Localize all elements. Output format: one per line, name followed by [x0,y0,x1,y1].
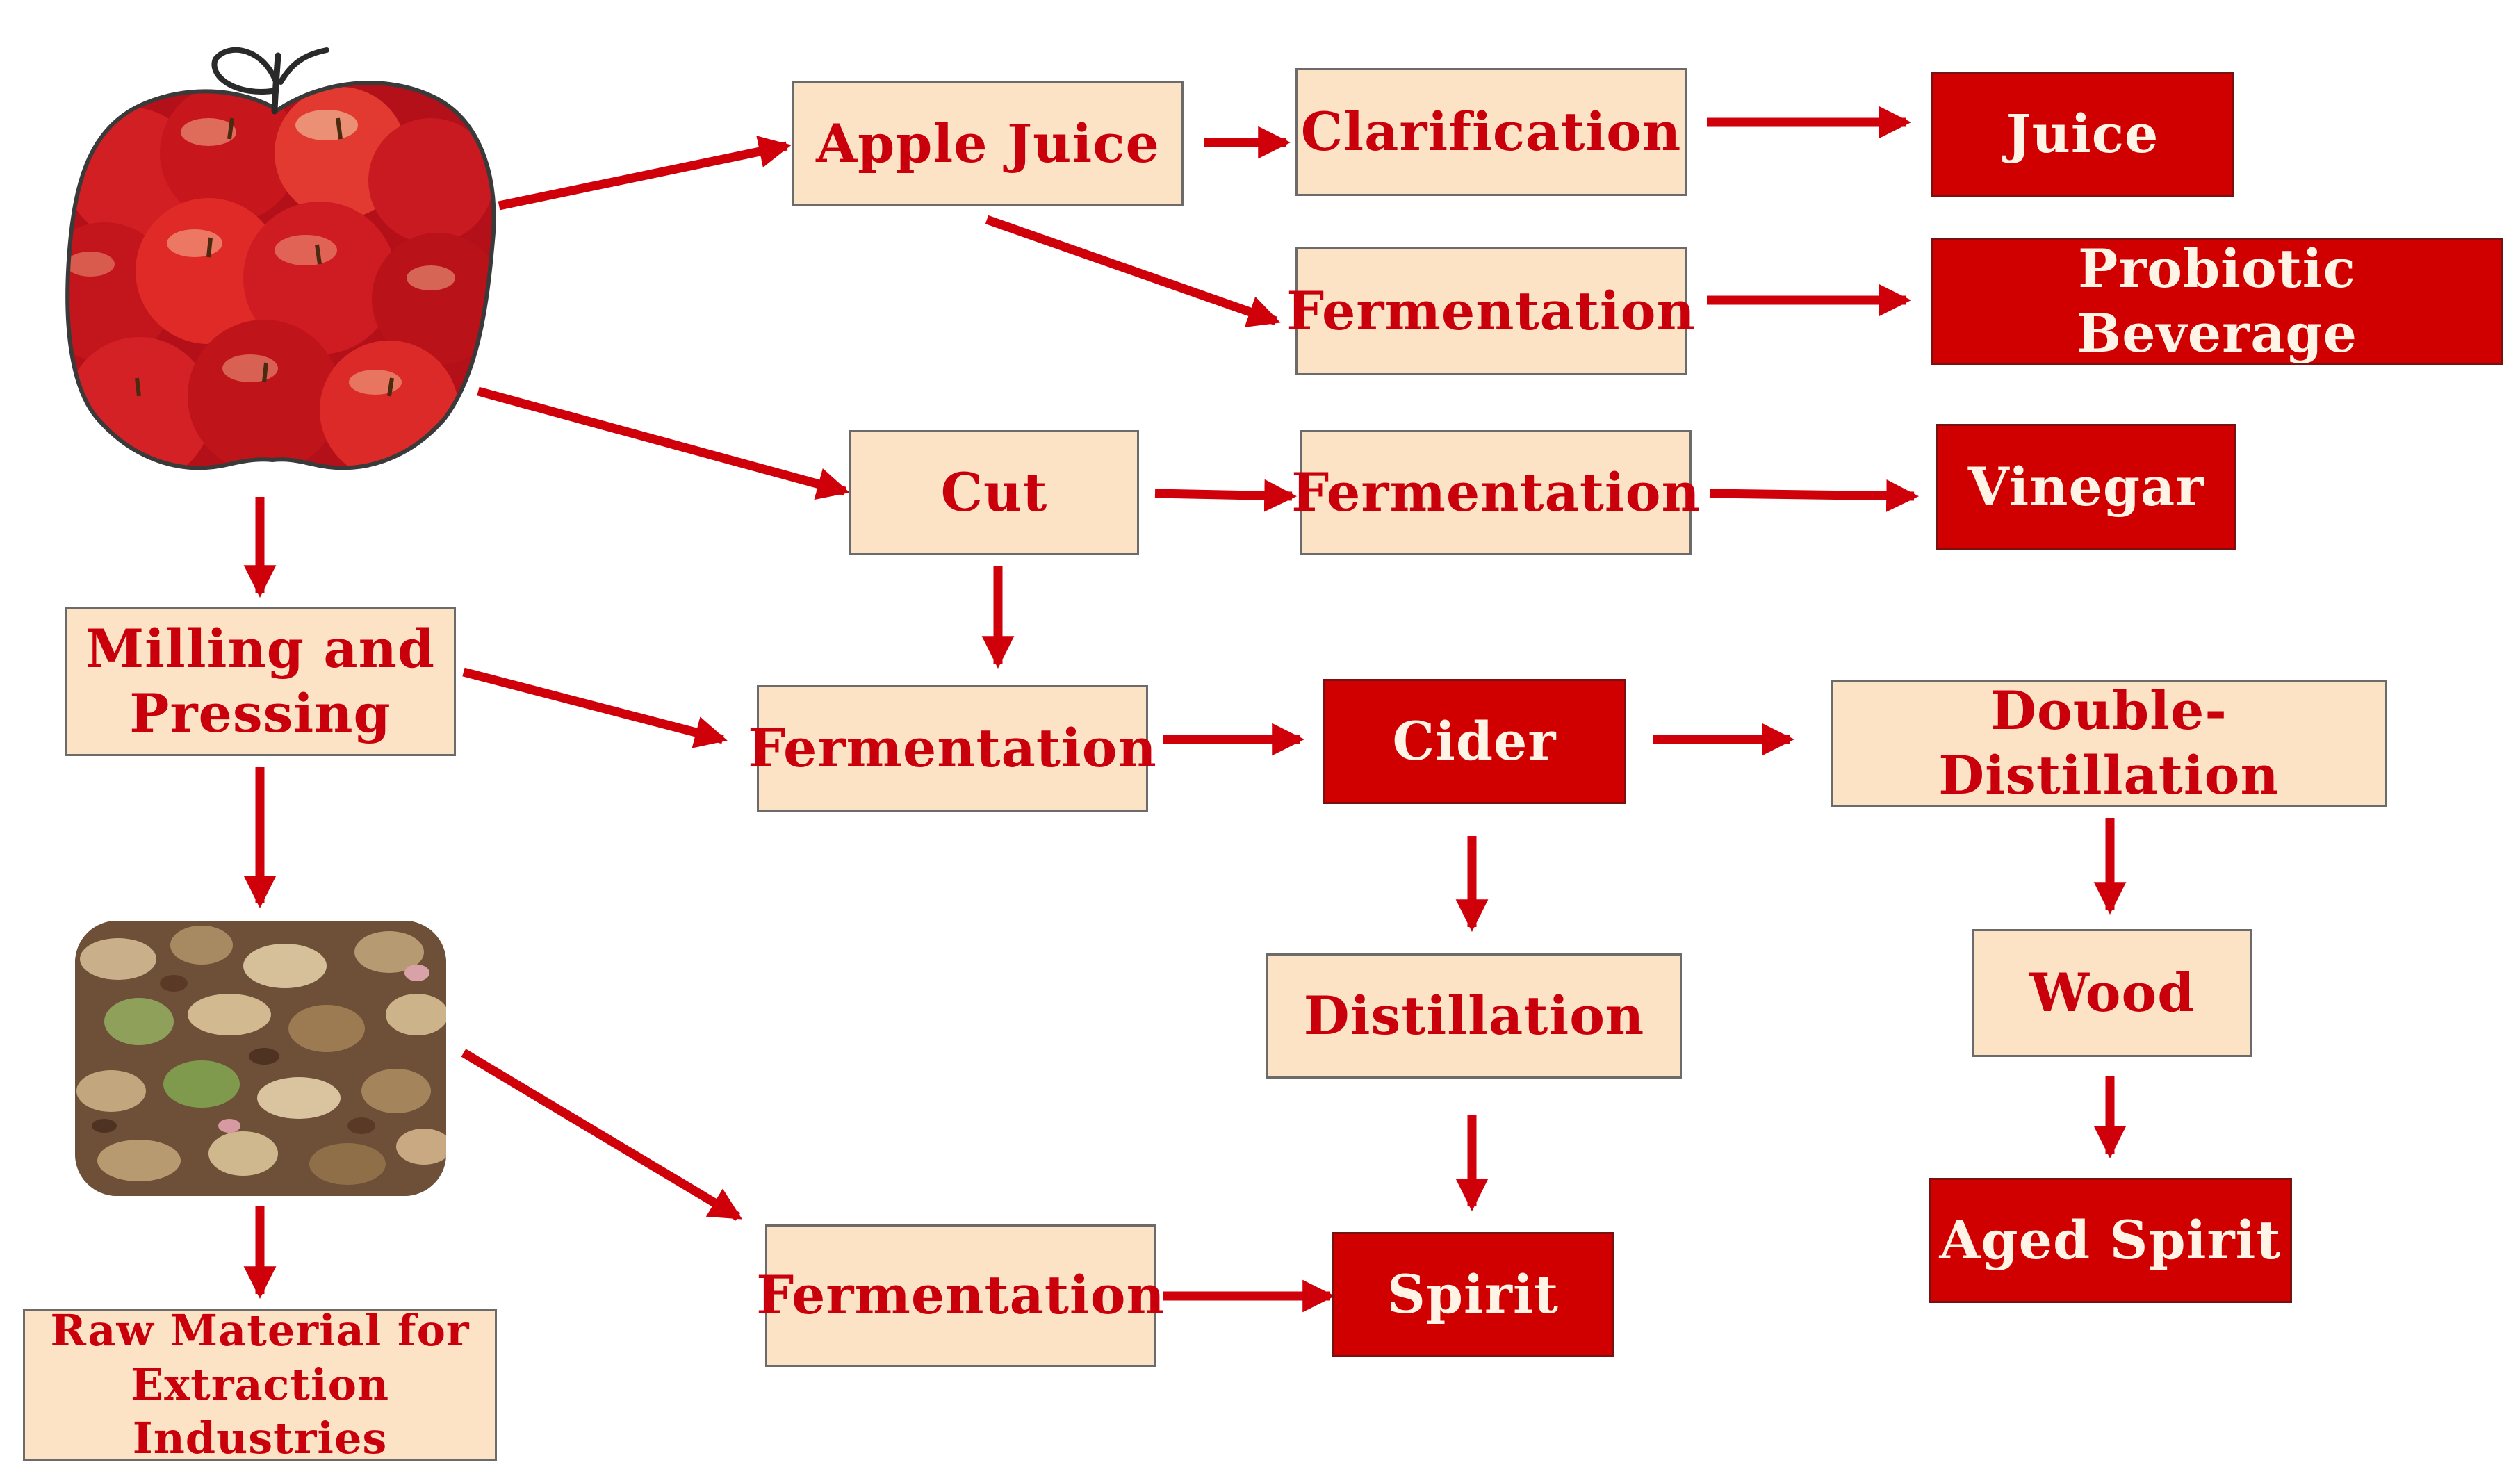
node-fermentation-cider: Fermentation [748,685,1156,812]
arrow-apple-to-cut [477,386,850,500]
node-fermentation-vinegar: Fermentation [1291,430,1700,555]
arrow-pomace-to-fermentation [461,1049,743,1221]
apple-pomace-photo [75,921,446,1196]
arrow-apple-juice-to-fermentation [985,215,1281,327]
arrow-cut-to-fermentation [1154,479,1298,512]
node-raw-material: Raw Material for Extraction Industries [23,1305,497,1463]
flow-arrows [243,106,2127,1313]
node-aged-spirit: Aged Spirit [1929,1178,2292,1303]
apple-basket-illustration [65,47,496,470]
node-cider: Cider [1323,679,1626,804]
node-wood: Wood [1972,929,2252,1057]
node-distillation: Distillation [1266,953,1682,1079]
arrow-milling-to-fermentation [462,667,728,748]
node-vinegar: Vinegar [1936,424,2236,550]
node-cut: Cut [849,430,1139,555]
node-milling-and-pressing: Milling and Pressing [65,607,456,756]
node-apple-juice: Apple Juice [792,81,1184,206]
node-probiotic-beverage: Probiotic Beverage [1931,238,2503,365]
node-fermentation-probiotic: Fermentation [1286,247,1695,375]
node-juice: Juice [1931,72,2234,197]
arrow-fermentation-to-vinegar [1709,479,1920,512]
node-double-distillation: Double-Distillation [1831,680,2387,807]
node-spirit: Spirit [1332,1232,1614,1357]
node-fermentation-pomace: Fermentation [756,1224,1165,1367]
arrow-apple-to-apple-juice [498,136,792,211]
node-clarification: Clarification [1295,68,1687,196]
